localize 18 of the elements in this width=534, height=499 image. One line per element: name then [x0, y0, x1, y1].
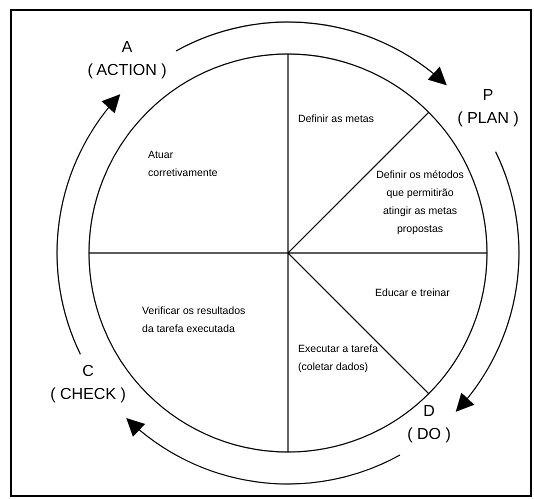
phase-letter: C [82, 362, 94, 382]
sector-text: Definir as metas [298, 110, 378, 128]
phase-letter: A [122, 38, 132, 58]
curved-arrow [56, 94, 120, 355]
phase-letter: P [482, 86, 494, 106]
sector-text: Atuar corretivamente [148, 146, 243, 182]
phase-name: ( PLAN ) [457, 109, 519, 129]
phase-name: ( CHECK ) [50, 385, 126, 405]
sector-text: Educar e treinar [375, 284, 450, 302]
curved-arrow [176, 21, 447, 86]
phase-name: ( ACTION ) [87, 61, 167, 81]
curved-arrow [126, 418, 400, 485]
phase-letter: D [423, 402, 435, 422]
sector-text: Verificar os resultados da tarefa executada [142, 302, 250, 338]
sector-text: Executar a tarefa (coletar dados) [298, 340, 390, 376]
phase-name: ( DO ) [407, 425, 451, 445]
curved-arrow [456, 151, 520, 412]
sector-text: Definir os métodos que permitirão atingir as metas propostas [374, 166, 466, 238]
